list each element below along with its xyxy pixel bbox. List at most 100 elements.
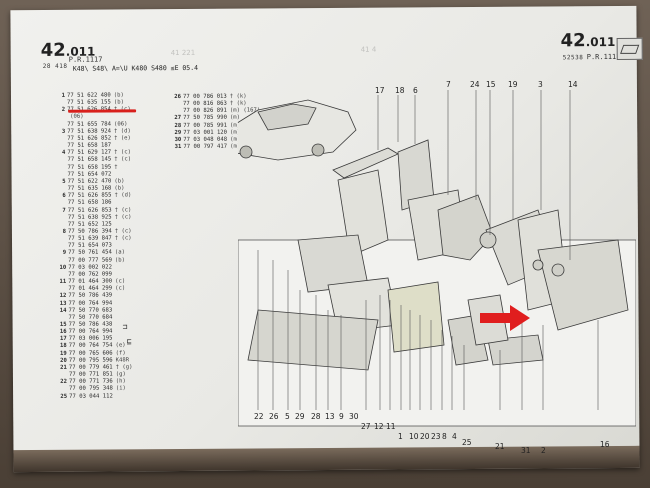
part-reference: 77 51 635 155 xyxy=(67,99,111,106)
part-reference: 77 51 658 145 xyxy=(67,156,112,164)
part-marker: † (c) xyxy=(114,206,132,213)
part-reference: 77 00 764 994 xyxy=(68,328,113,335)
part-marker: † (d) xyxy=(114,128,131,135)
part-marker: (b) xyxy=(113,99,124,106)
faint-number: 41 221 xyxy=(170,48,196,58)
item-number: 4 xyxy=(61,150,66,157)
part-reference: 77 51 658 186 xyxy=(67,199,112,207)
part-marker: K48R xyxy=(115,357,130,364)
part-reference: 77 00 797 417 xyxy=(183,143,228,151)
part-reference: 77 00 826 891 xyxy=(183,107,227,115)
part-reference: 77 51 654 073 xyxy=(68,242,112,250)
part-marker: (c) xyxy=(115,285,126,292)
item-number: 8 xyxy=(62,228,66,235)
part-marker: (h) xyxy=(115,378,126,385)
part-marker: † (c) xyxy=(114,228,132,235)
part-reference: 77 00 771 736 xyxy=(68,378,113,386)
item-number: 2 xyxy=(61,107,66,114)
part-reference: 77 00 764 754 xyxy=(68,342,113,350)
part-marker: † (e) xyxy=(114,135,131,142)
section-major: 42 xyxy=(560,30,586,52)
highlight-underline xyxy=(68,109,137,113)
part-reference: 77 50 770 683 xyxy=(68,307,113,314)
car-silhouette-icon xyxy=(238,99,357,161)
left-pr: P.R.1117 xyxy=(68,55,103,64)
part-reference: 77 51 658 195 xyxy=(67,164,112,171)
part-reference: 77 51 629 127 xyxy=(67,149,112,157)
part-reference: 77 00 795 348 xyxy=(69,385,113,393)
part-reference: 77 50 786 394 xyxy=(67,228,112,235)
item-number: 29 xyxy=(174,129,182,136)
part-reference: 77 51 635 168 xyxy=(67,185,112,192)
part-reference: 77 03 002 022 xyxy=(68,264,112,271)
part-reference: 77 03 048 048 xyxy=(183,136,228,143)
item-number: 7 xyxy=(62,207,66,214)
item-number: 9 xyxy=(62,250,67,257)
part-marker: (b) xyxy=(114,185,125,192)
item-number: 15 xyxy=(59,321,67,328)
part-reference: 77 51 626 855 xyxy=(67,192,112,199)
part-marker: † (c) xyxy=(114,156,132,163)
item-number: 26 xyxy=(174,94,182,101)
part-marker: (g) xyxy=(115,371,126,378)
item-number: 14 xyxy=(59,307,67,314)
part-marker: (b) xyxy=(114,178,125,185)
part-marker: (f) xyxy=(115,350,126,357)
part-reference: 77 00 785 991 xyxy=(183,122,228,129)
parts-row: 77 00 795 348(i) xyxy=(57,386,133,394)
binder-edge xyxy=(13,445,640,473)
part-marker: † (g) xyxy=(115,364,133,371)
part-reference: 77 00 816 863 xyxy=(183,100,227,108)
item-number: 3 xyxy=(61,128,66,135)
part-reference: 77 03 006 195 xyxy=(68,335,113,343)
part-marker: (a) xyxy=(114,249,126,256)
item-number: 18 xyxy=(59,343,67,350)
item-number: 17 xyxy=(59,336,67,343)
part-reference: 77 51 622 470 xyxy=(67,178,112,185)
item-number: 21 xyxy=(60,364,67,371)
part-reference: 77 50 761 454 xyxy=(68,249,112,257)
section-minor: .011 xyxy=(585,34,616,50)
item-number: 27 xyxy=(174,115,182,122)
faint-number: 41 4 xyxy=(360,45,377,54)
part-reference: 77 00 771 851 xyxy=(68,371,113,378)
part-reference: 77 00 786 013 xyxy=(182,93,227,100)
red-pointer-arrow-icon xyxy=(480,305,530,331)
part-reference: 77 03 044 112 xyxy=(69,393,113,400)
part-reference: 77 50 785 990 xyxy=(183,115,227,122)
part-marker: † xyxy=(114,164,118,171)
item-number: 1 xyxy=(61,92,66,99)
part-marker: (b) xyxy=(114,256,126,264)
item-number: 20 xyxy=(60,357,67,364)
part-reference: 77 51 652 125 xyxy=(67,221,112,228)
part-reference: 77 03 001 120 xyxy=(183,129,228,136)
item-number: 22 xyxy=(60,379,68,386)
section-major: 42 xyxy=(40,39,66,61)
part-reference: 77 00 764 994 xyxy=(68,300,113,307)
item-number: 30 xyxy=(174,136,182,143)
part-reference: 77 01 464 299 xyxy=(68,285,113,293)
part-reference: 77 50 786 438 xyxy=(68,321,113,328)
part-reference: 77 00 779 461 xyxy=(68,364,113,371)
part-marker: † (c) xyxy=(114,149,132,156)
part-reference: 77 51 654 072 xyxy=(67,171,112,178)
section-number-right: 42.011 xyxy=(561,30,616,51)
clip-symbol-icon: ⊑ xyxy=(126,337,132,347)
part-reference: 77 00 762 099 xyxy=(68,271,113,278)
clip-symbol-icon: ⊐ xyxy=(122,322,128,332)
parts-row: 77 00 777 569(b) xyxy=(56,257,132,265)
part-marker: (06) xyxy=(113,121,128,128)
part-reference: 77 50 786 439 xyxy=(68,292,113,300)
part-marker: (06) xyxy=(70,114,84,121)
part-reference: 77 51 639 847 xyxy=(67,235,112,242)
item-number: 28 xyxy=(174,122,182,129)
car-outline-icon xyxy=(616,37,643,60)
part-reference: 77 51 622 480 xyxy=(66,92,111,99)
part-marker: † (c) xyxy=(114,214,132,221)
exploded-body-diagram xyxy=(238,90,636,427)
item-number: 11 xyxy=(59,278,67,285)
